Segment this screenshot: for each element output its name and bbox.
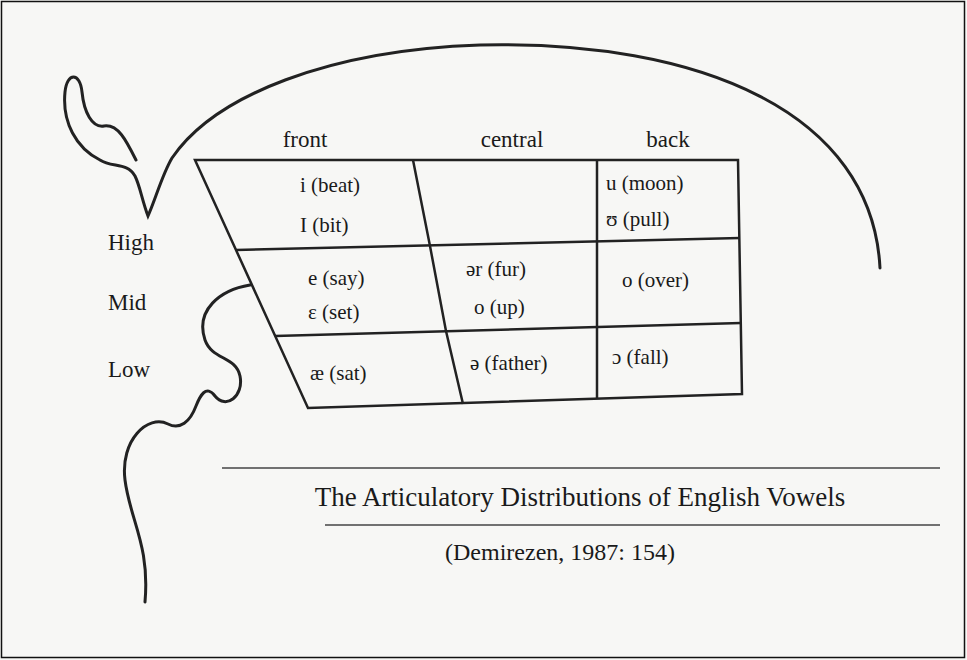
column-divider bbox=[413, 160, 463, 404]
vowel-grid bbox=[195, 160, 742, 408]
vowel-cell: æ (sat) bbox=[310, 362, 367, 385]
vowel-cell: ʊ (pull) bbox=[606, 208, 669, 231]
vowel-cell: i (beat) bbox=[300, 174, 360, 197]
tongue-outline bbox=[124, 285, 250, 602]
vowel-cell: ər (fur) bbox=[466, 258, 526, 281]
caption-rule bbox=[222, 467, 940, 469]
column-heading: front bbox=[283, 127, 328, 152]
row-heading: High bbox=[108, 230, 154, 255]
head-outline bbox=[65, 45, 880, 268]
row-heading: Mid bbox=[108, 290, 146, 315]
vowel-cell: o (up) bbox=[474, 296, 525, 319]
row-heading: Low bbox=[108, 357, 150, 382]
column-heading: central bbox=[481, 127, 544, 152]
vowel-cell: I (bit) bbox=[300, 214, 348, 237]
vowel-cell: ɛ (set) bbox=[308, 301, 359, 324]
vowel-cell: ɔ (fall) bbox=[612, 346, 669, 369]
row-divider bbox=[275, 323, 741, 336]
vowel-cell: e (say) bbox=[308, 267, 365, 290]
citation: (Demirezen, 1987: 154) bbox=[445, 539, 675, 565]
vowel-cell: o (over) bbox=[622, 269, 689, 292]
row-divider bbox=[236, 238, 740, 250]
vowel-cell: ə (father) bbox=[470, 352, 548, 375]
caption: The Articulatory Distributions of Englis… bbox=[315, 483, 846, 513]
vowel-cell: u (moon) bbox=[606, 172, 684, 195]
column-heading: back bbox=[646, 127, 689, 152]
grid-outline bbox=[195, 160, 742, 408]
caption-rule bbox=[325, 524, 940, 526]
column-divider bbox=[596, 160, 599, 398]
